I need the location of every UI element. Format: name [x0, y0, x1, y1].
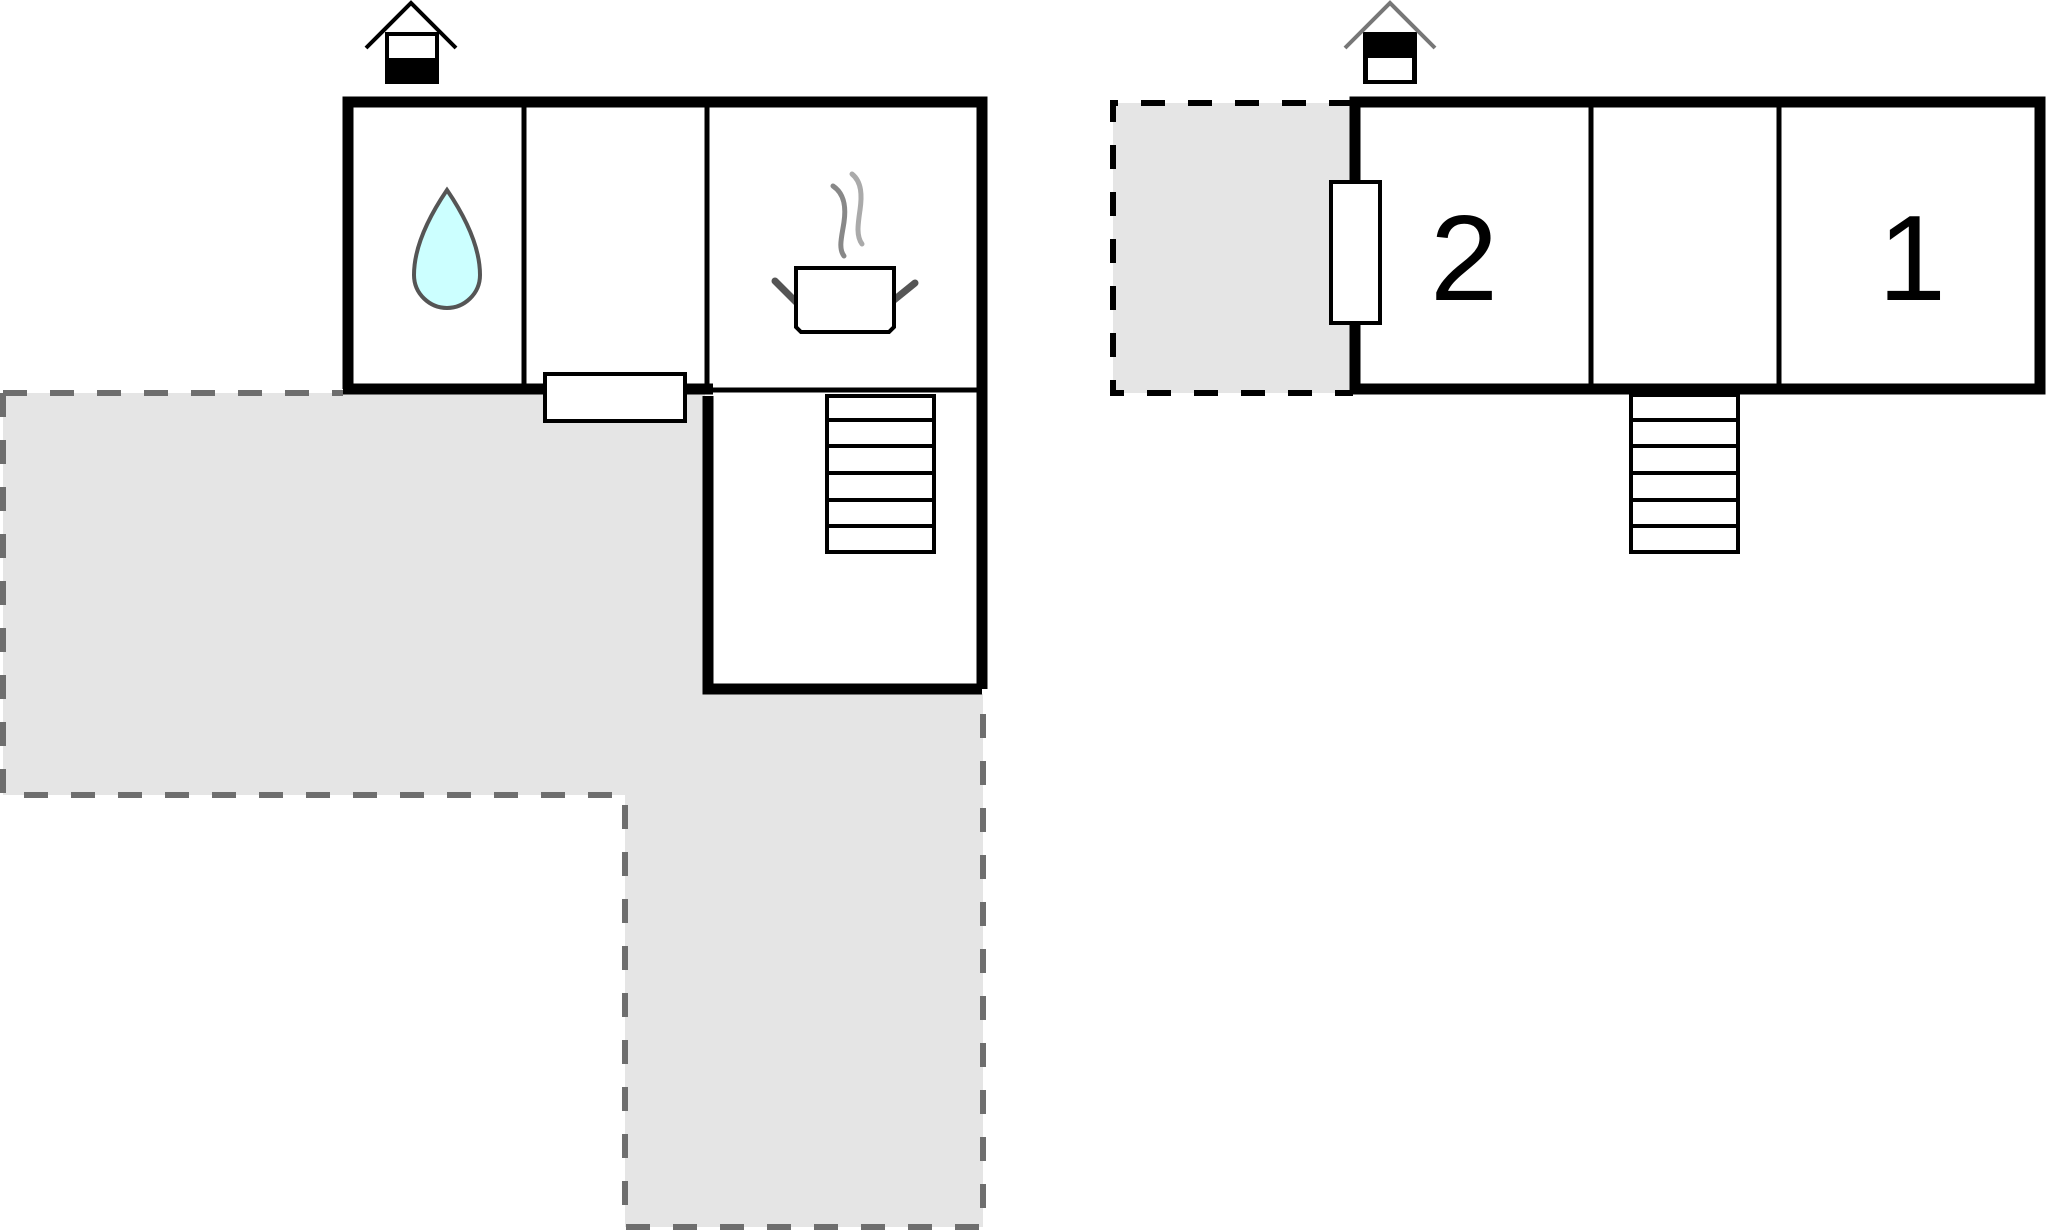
- cooking-pot-icon: [771, 171, 919, 334]
- ground-floor-plan: [0, 0, 988, 1230]
- house-entrance-icon: [364, 0, 458, 84]
- room-label-2: 2: [1430, 190, 1498, 326]
- stairs-icon: [1629, 393, 1740, 554]
- stairs-icon: [825, 394, 936, 554]
- door: [543, 372, 687, 423]
- house-entrance-icon: [1343, 0, 1437, 84]
- balcony-door: [1329, 180, 1382, 325]
- upper-floor-interior: [1355, 102, 2040, 389]
- balcony-area: [1113, 103, 1353, 393]
- room-label-1: 1: [1878, 190, 1946, 326]
- terrace-dashed-outline: [0, 390, 986, 1230]
- balcony-dashed-outline: [1110, 100, 1353, 396]
- terrace-area: [3, 393, 983, 1227]
- water-drop-icon: [411, 186, 483, 311]
- upper-floor-plan: 2 1: [1110, 0, 2046, 554]
- exterior-wall: [342, 96, 988, 689]
- stair-room-wall: [702, 396, 982, 695]
